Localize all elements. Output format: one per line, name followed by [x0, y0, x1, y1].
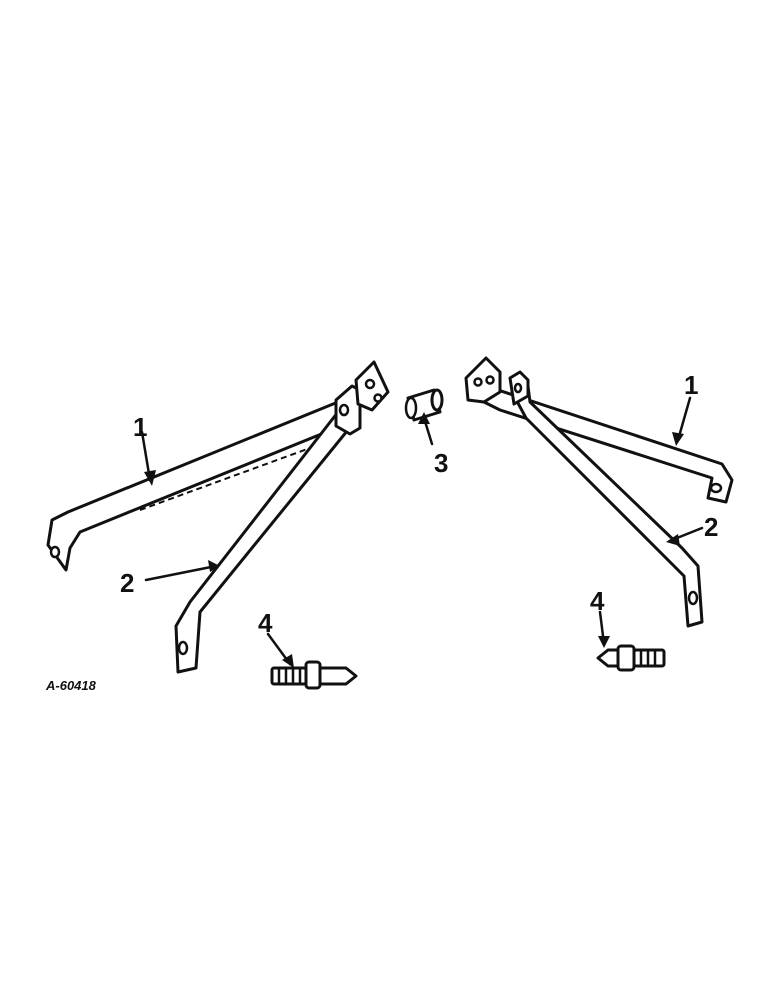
left-stud-part-4	[270, 660, 358, 690]
right-strut-part-2	[510, 384, 704, 628]
callout-left-stud: 4	[258, 608, 273, 638]
callout-right-stud: 4	[590, 586, 605, 616]
callout-right-strut: 2	[704, 512, 718, 542]
left-strut-part-2	[174, 410, 358, 674]
right-mounting-bracket	[464, 356, 530, 406]
callout-leaders	[140, 396, 704, 668]
spacer-part-3	[404, 388, 444, 422]
reference-number: A-60418	[45, 678, 97, 693]
callout-left-brace: 1	[133, 412, 147, 442]
callout-spacer: 3	[434, 448, 448, 478]
left-mounting-bracket	[334, 360, 390, 436]
callout-right-brace: 1	[684, 370, 698, 400]
callout-left-strut: 2	[120, 568, 134, 598]
right-stud-part-4	[596, 644, 666, 672]
